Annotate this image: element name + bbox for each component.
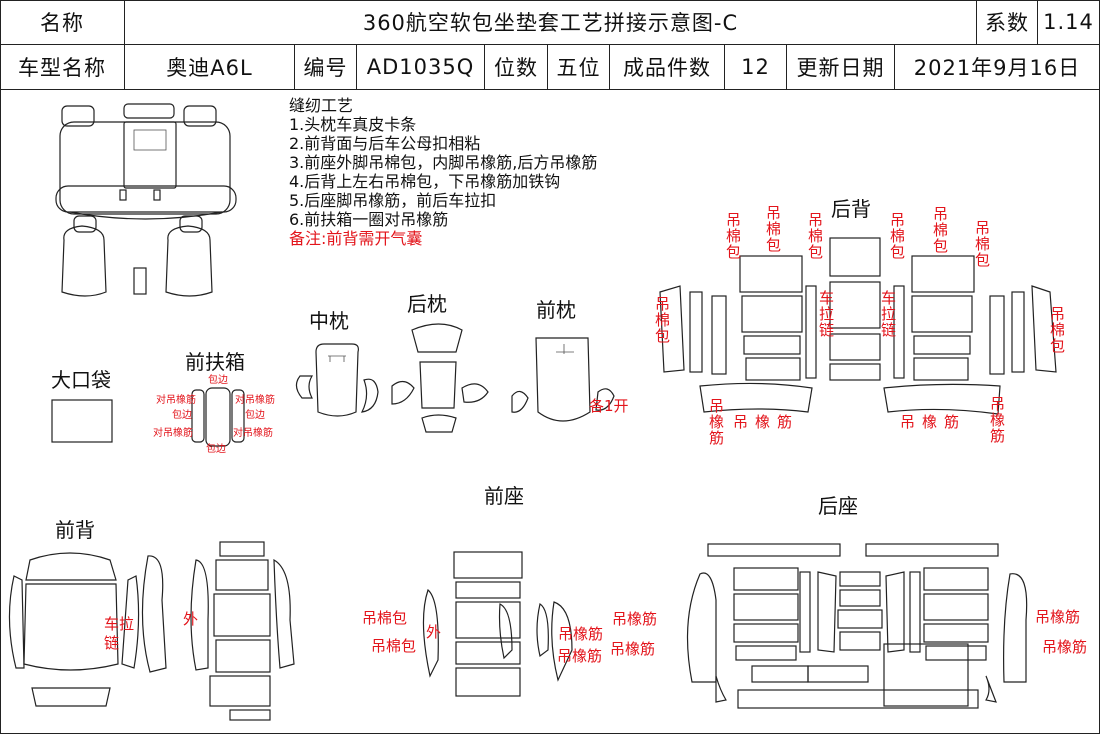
annot-hang-cotton: 吊棉包 — [973, 220, 991, 268]
annot-wrap-edge: 包边 — [172, 410, 192, 421]
overview-illustration — [55, 103, 237, 297]
section-rear-back: 后背 — [831, 197, 871, 221]
note-item: 2.前背面与后车公母扣相粘 — [289, 134, 481, 153]
annot-hang-cotton: 吊棉包 — [724, 212, 742, 260]
name-label: 名称 — [0, 0, 125, 45]
annot-hang-cotton: 吊棉包 — [362, 609, 408, 627]
big-pocket-piece — [51, 399, 113, 443]
section-front-seat: 前座 — [484, 484, 524, 508]
section-front-armrest: 前扶箱 — [185, 350, 245, 374]
front-seat-pieces — [422, 551, 573, 697]
annot-pair-elastic: 对吊橡筋 — [235, 395, 275, 406]
annot-hang-elastic: 吊橡筋 — [558, 625, 604, 643]
pieces-value: 12 — [725, 45, 787, 90]
annot-hang-cotton: 吊棉包 — [764, 205, 782, 253]
code-value: AD1035Q — [357, 45, 485, 90]
date-value: 2021年9月16日 — [895, 45, 1100, 90]
pieces-label: 成品件数 — [610, 45, 725, 90]
section-rear-pillow: 后枕 — [407, 292, 447, 316]
front-pillow-pieces — [511, 337, 615, 422]
annot-hang-cotton: 吊棉包 — [806, 212, 824, 260]
annot-hang-elastic: 吊橡筋 — [557, 647, 603, 665]
seats-label: 位数 — [485, 45, 548, 90]
annot-hang-cotton: 吊棉包 — [888, 212, 906, 260]
note-item: 5.后座脚吊橡筋，前后车拉扣 — [289, 191, 497, 210]
annot-hang-elastic: 吊橡筋 — [988, 396, 1006, 444]
model-value: 奥迪A6L — [125, 45, 295, 90]
section-rear-seat: 后座 — [818, 494, 858, 518]
annot-hang-cotton: 吊棉包 — [371, 637, 417, 655]
annot-hang-elastic: 吊橡筋 — [1035, 608, 1081, 626]
code-label: 编号 — [295, 45, 357, 90]
section-front-back: 前背 — [55, 518, 95, 542]
note-item: 6.前扶箱一圈对吊橡筋 — [289, 210, 449, 229]
annot-hang-cotton: 吊棉包 — [653, 296, 671, 344]
annot-hang-elastic: 吊橡筋 — [610, 640, 656, 658]
rear-back-pieces — [659, 237, 1057, 415]
annot-hang-elastic: 吊橡筋 — [900, 413, 967, 431]
coef-label: 系数 — [977, 0, 1038, 45]
rear-seat-pieces — [686, 543, 1028, 709]
annot-car-pull: 车拉链 — [879, 290, 897, 338]
annot-pair-elastic: 对吊橡筋 — [233, 428, 273, 439]
notes-remark: 备注:前背需开气囊 — [289, 229, 423, 248]
notes-title: 缝纫工艺 — [289, 96, 354, 115]
annot-car-pull: 车拉链 — [817, 290, 835, 338]
rear-pillow-pieces — [391, 323, 489, 433]
note-item: 3.前座外脚吊棉包，内脚吊橡筋,后方吊橡筋 — [289, 153, 598, 172]
annot-hang-elastic: 吊橡筋 — [1042, 638, 1088, 656]
section-middle-pillow: 中枕 — [309, 309, 349, 333]
section-front-pillow: 前枕 — [536, 298, 576, 322]
middle-pillow-pieces — [295, 343, 379, 417]
annot-wrap-edge: 包边 — [206, 444, 226, 455]
seats-value: 五位 — [548, 45, 610, 90]
annot-wrap-edge: 包边 — [245, 410, 265, 421]
front-back-pieces — [8, 541, 295, 721]
annot-outer: 外 — [426, 623, 442, 641]
document-title: 360航空软包坐垫套工艺拼接示意图-C — [125, 0, 977, 45]
note-item: 4.后背上左右吊棉包，下吊橡筋加铁钩 — [289, 172, 561, 191]
section-big-pocket: 大口袋 — [51, 368, 111, 392]
model-label: 车型名称 — [0, 45, 125, 90]
annot-hang-elastic: 吊橡筋 — [612, 610, 658, 628]
annot-hang-elastic: 吊橡筋 — [707, 398, 725, 446]
sewing-notes: 缝纫工艺 1.头枕车真皮卡条 2.前背面与后车公母扣相粘 3.前座外脚吊棉包，内… — [289, 96, 597, 248]
annot-wrap-edge: 包边 — [208, 375, 228, 386]
annot-hang-elastic: 吊橡筋 — [733, 413, 800, 431]
annot-car-pull: 车拉链 — [104, 615, 135, 652]
note-item: 1.头枕车真皮卡条 — [289, 115, 417, 134]
date-label: 更新日期 — [787, 45, 895, 90]
annot-pair-elastic: 对吊橡筋 — [156, 395, 196, 406]
front-armrest-pieces — [191, 387, 245, 447]
annot-pair-elastic: 对吊橡筋 — [153, 428, 193, 439]
annot-hang-cotton: 吊棉包 — [1048, 306, 1066, 354]
annot-each-one: 各1开 — [589, 397, 629, 415]
header-table: 名称 360航空软包坐垫套工艺拼接示意图-C 系数 1.14 车型名称 奥迪A6… — [0, 0, 1100, 90]
annot-hang-cotton: 吊棉包 — [931, 206, 949, 254]
annot-outer: 外 — [183, 610, 199, 628]
